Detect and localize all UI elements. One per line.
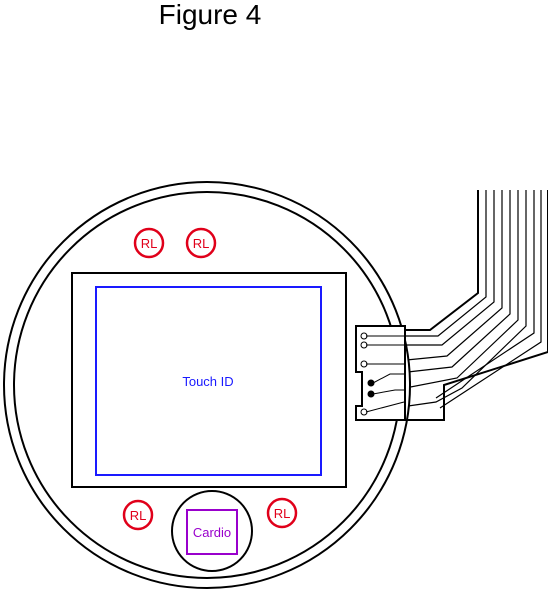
- display-frame: [71, 272, 347, 488]
- rl-label: RL: [193, 236, 210, 251]
- cardio-sensor: [186, 509, 238, 555]
- figure-title: Figure 4: [158, 0, 262, 30]
- connector-pad: [355, 325, 406, 421]
- rl-label: RL: [274, 506, 291, 521]
- rl-marker: RL: [266, 497, 298, 529]
- rl-label: RL: [141, 236, 158, 251]
- touch-id-sensor: [95, 286, 322, 476]
- rl-label: RL: [130, 508, 147, 523]
- rl-marker: RL: [185, 227, 217, 259]
- rl-marker: RL: [122, 499, 154, 531]
- rl-marker: RL: [133, 227, 165, 259]
- touch-id-label: Touch ID: [182, 374, 233, 389]
- cardio-label: Cardio: [193, 525, 231, 540]
